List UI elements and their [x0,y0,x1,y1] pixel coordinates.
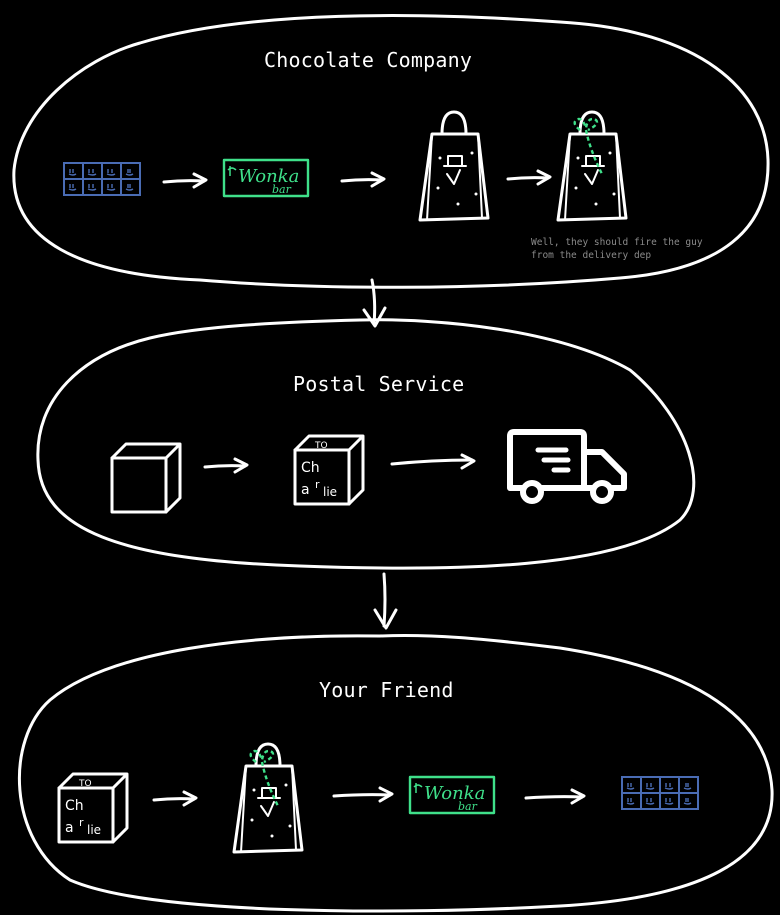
svg-text:Ch: Ch [65,798,84,814]
delivery-note: Well, they should fire the guy from the … [531,236,703,262]
svg-text:a: a [301,482,310,498]
group-outline-your-friend [17,634,774,913]
chocolate-bar-icon [63,162,141,196]
group-outline-chocolate-company [12,14,770,289]
delivery-note-line-2: from the delivery dep [531,250,652,261]
svg-text:a: a [65,820,74,836]
delivery-truck-icon [507,429,627,504]
svg-text:bar: bar [272,183,292,196]
group-title-postal-service: Postal Service [293,372,465,396]
arrow-right-icon [152,790,198,807]
group-outline-postal-service [36,318,696,570]
svg-text:TO: TO [78,779,92,789]
svg-text:r: r [79,816,84,829]
arrow-right-icon [506,169,552,186]
arrow-right-icon [332,786,394,803]
svg-text:TO: TO [314,441,328,451]
gift-bag-icon [556,110,628,222]
gift-bag-icon [232,742,304,854]
arrow-right-icon [524,788,586,805]
svg-text:r: r [315,478,320,491]
box-icon [110,442,182,514]
addressed-parcel-icon: TO Ch a r lie [57,772,129,844]
arrow-right-icon [162,172,208,189]
group-title-your-friend: Your Friend [319,678,454,702]
group-title-chocolate-company: Chocolate Company [264,48,473,72]
svg-text:Wonka: Wonka [424,783,485,804]
svg-text:lie: lie [323,485,337,499]
shopping-bag-icon [418,110,490,222]
svg-text:lie: lie [87,823,101,837]
arrow-right-icon [390,453,476,470]
addressed-parcel-icon: TO Ch a r lie [293,434,365,506]
chocolate-bar-icon [621,776,699,810]
wonka-bar-icon: Wonka bar [408,775,496,815]
svg-text:Wonka: Wonka [238,166,299,187]
wonka-bar-icon: Wonka bar [222,158,310,198]
svg-text:bar: bar [458,800,478,813]
arrow-down-1 [362,278,387,328]
delivery-note-line-1: Well, they should fire the guy [531,237,703,248]
svg-text:Ch: Ch [301,460,320,476]
arrow-right-icon [340,171,386,188]
arrow-down-2 [373,572,398,630]
arrow-right-icon [203,457,249,474]
